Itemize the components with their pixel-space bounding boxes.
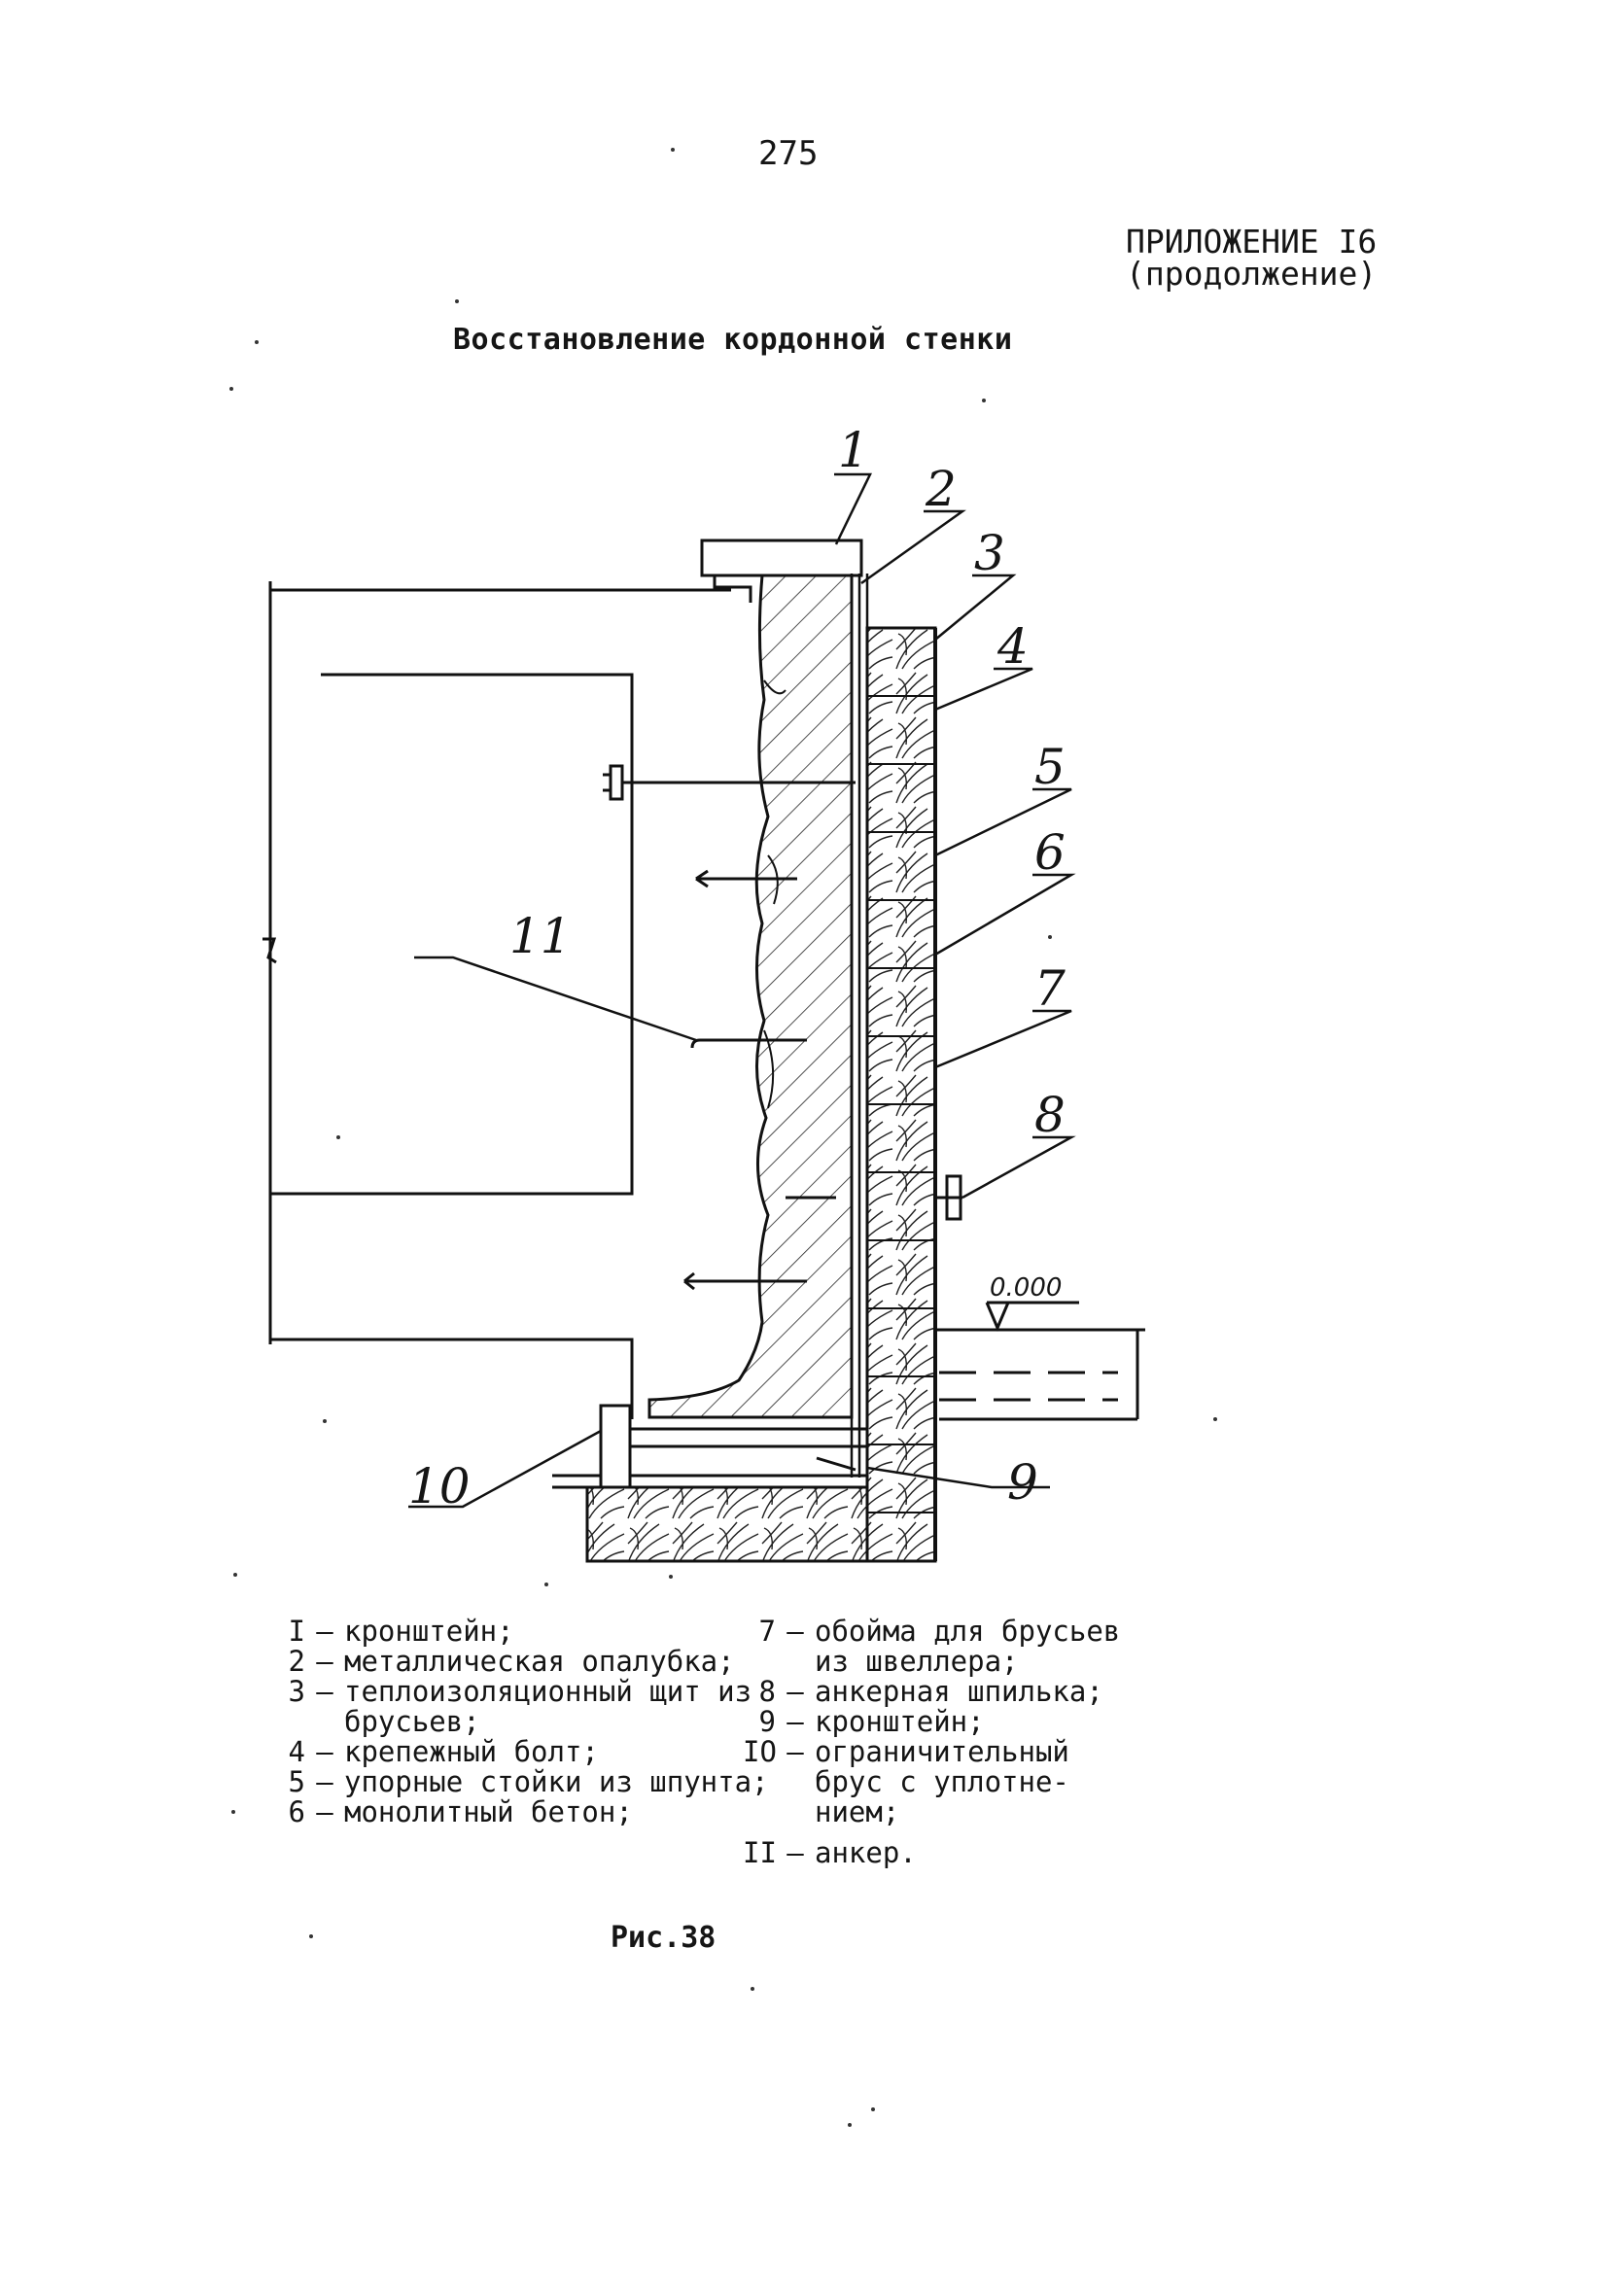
callout-8: 8 (1034, 1087, 1066, 1143)
callout-2: 2 (925, 461, 957, 517)
metal-formwork (850, 574, 869, 1478)
callout-4: 4 (996, 618, 1029, 675)
figure-caption: Рис.38 (611, 1921, 717, 1955)
legend-text-10b: брус с уплотне- (815, 1765, 1069, 1798)
legend-num-11: II (743, 1836, 777, 1869)
legend-text-11: анкер. (815, 1836, 917, 1869)
legend-num-6: 6 (288, 1795, 305, 1828)
legend-text-2: металлическая опалубка; (344, 1645, 735, 1678)
water-level (937, 1301, 1145, 1421)
callout-6: 6 (1034, 824, 1066, 881)
callouts: 1 2 3 4 5 6 7 8 9 10 11 (408, 422, 1066, 1514)
legend-text-5: упорные стойки из шпунта; (344, 1765, 769, 1798)
legend-left: I–кронштейн; 2–металлическая опалубка; 3… (272, 1617, 778, 1830)
callout-5: 5 (1034, 739, 1066, 795)
restrictive-beam (599, 1404, 632, 1489)
legend-num-1: I (288, 1615, 305, 1648)
callout-7: 7 (1034, 960, 1066, 1017)
callout-9: 9 (1007, 1454, 1038, 1511)
legend-right: 7–обойма для брусьев из швеллера; 8–анке… (743, 1615, 1121, 1869)
insulation-shield (865, 626, 937, 1563)
top-bracket (700, 539, 863, 603)
legend-num-2: 2 (288, 1645, 305, 1678)
legend-text-7b: из швеллера; (815, 1645, 1019, 1678)
legend-num-10: IO (743, 1735, 777, 1768)
leader-lines (408, 472, 1076, 1509)
appendix-line-2: (продолжение) (1126, 255, 1378, 293)
level-mark: 0.000 (990, 1273, 1062, 1303)
legend-text-4: крепежный болт; (344, 1735, 599, 1768)
legend-text-8: анкерная шпилька; (815, 1675, 1103, 1708)
callout-11: 11 (509, 908, 572, 964)
legend-text-3: теплоизоляционный щит из (344, 1675, 752, 1708)
legend-text-10c: нием; (815, 1795, 900, 1828)
monolithic-concrete (647, 574, 854, 1419)
anchors (603, 764, 962, 1291)
appendix-line-1: ПРИЛОЖЕНИЕ I6 (1126, 223, 1378, 261)
figure-title: Восстановление кордонной стенки (453, 323, 1013, 357)
quay-wall-outline (262, 581, 731, 1419)
legend-text-10: ограничительный (815, 1735, 1069, 1768)
legend-num-9: 9 (758, 1705, 776, 1738)
legend-num-4: 4 (288, 1735, 305, 1768)
legend-text-1: кронштейн; (344, 1615, 514, 1648)
legend-text-7: обойма для брусьев (815, 1615, 1121, 1648)
page-number: 275 (758, 134, 819, 173)
callout-1: 1 (838, 422, 869, 478)
callout-10: 10 (408, 1458, 471, 1514)
construction-drawing: 0.000 1 2 3 4 5 6 7 8 9 10 11 (262, 422, 1145, 1563)
legend-num-7: 7 (758, 1615, 776, 1648)
base-block (585, 1485, 869, 1563)
legend-num-3: 3 (288, 1675, 305, 1708)
callout-3: 3 (974, 525, 1005, 581)
legend-text-6: монолитный бетон; (344, 1795, 633, 1828)
legend-num-5: 5 (288, 1765, 305, 1798)
appendix-label: ПРИЛОЖЕНИЕ I6 (продолжение) (1126, 226, 1377, 290)
legend-text-9: кронштейн; (815, 1705, 985, 1738)
legend-text-3b: брусьев; (344, 1705, 480, 1738)
legend-num-8: 8 (758, 1675, 776, 1708)
shield-joints (867, 695, 935, 1513)
